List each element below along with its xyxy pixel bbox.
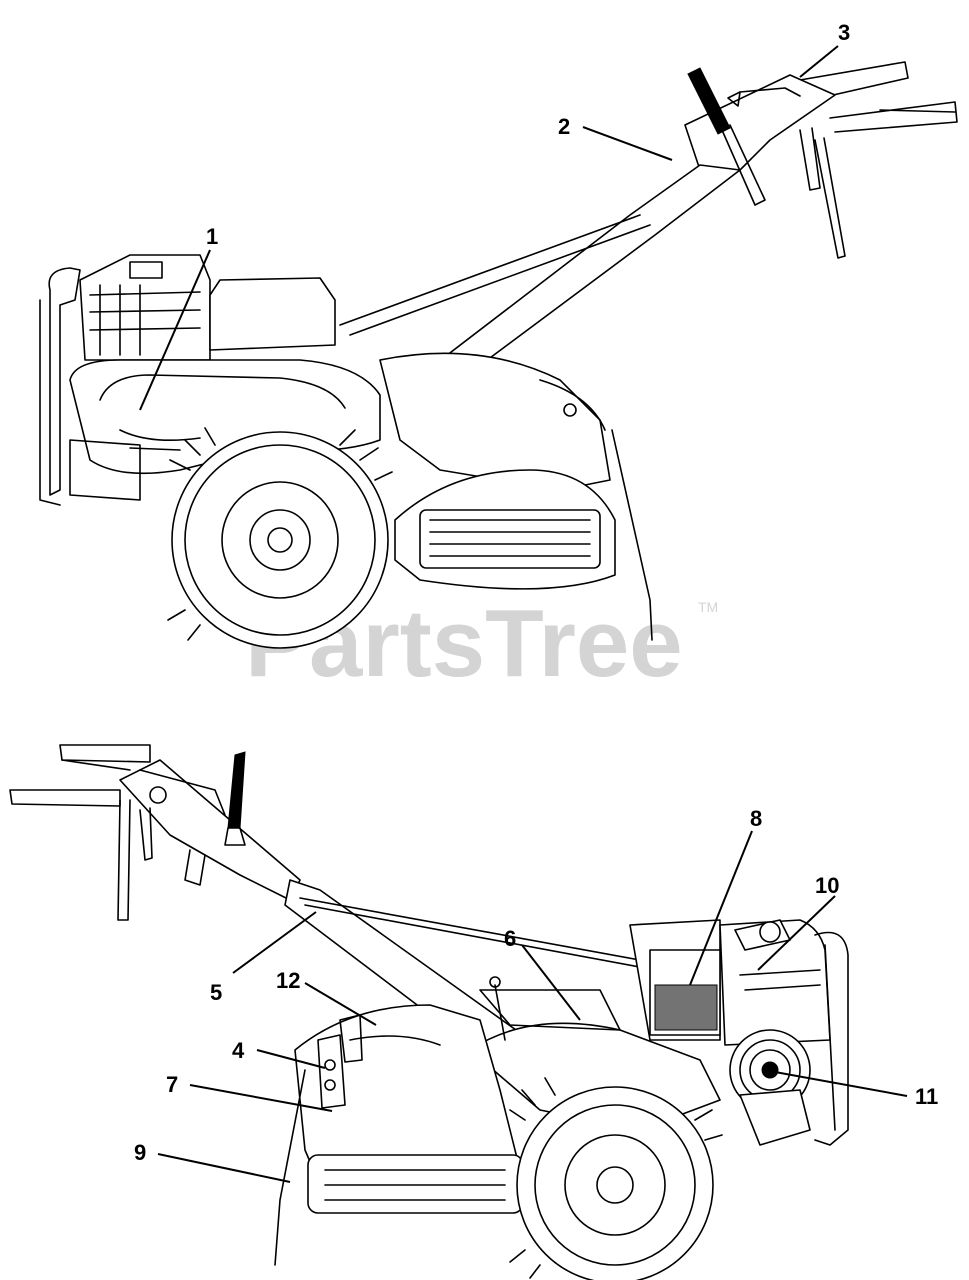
engine-top-view — [79, 254, 336, 361]
leader-6 — [521, 944, 581, 1021]
leader-1 — [139, 249, 211, 411]
callout-10: 10 — [815, 873, 839, 898]
leader-5 — [232, 911, 317, 974]
leader-11 — [774, 1071, 908, 1097]
engine-bottom-view — [629, 919, 831, 1111]
callout-5: 5 — [210, 980, 222, 1005]
leader-lines — [139, 45, 908, 1183]
leader-2 — [582, 126, 673, 161]
tine-shield-bottom — [307, 1154, 524, 1214]
leader-9 — [157, 1153, 291, 1183]
callout-6: 6 — [504, 926, 516, 951]
rear-bumper — [814, 931, 849, 1146]
callout-1: 1 — [206, 224, 218, 249]
leader-3 — [799, 45, 839, 78]
watermark-trademark: TM — [698, 599, 718, 615]
callout-labels: 1 2 3 4 5 6 7 8 9 10 11 12 — [134, 20, 938, 1165]
callout-7: 7 — [166, 1072, 178, 1097]
callout-3: 3 — [838, 20, 850, 45]
callout-11: 11 — [915, 1084, 938, 1109]
control-lever — [687, 67, 766, 206]
leader-7 — [189, 1084, 333, 1112]
drag-stake-bottom — [274, 1069, 306, 1266]
leader-10 — [757, 895, 836, 971]
wheel-bottom-view — [509, 1077, 723, 1280]
leader-12 — [304, 982, 377, 1026]
wheel-top-view — [167, 427, 393, 649]
transmission-top — [379, 352, 611, 491]
front-bumper — [48, 267, 81, 496]
callout-8: 8 — [750, 806, 762, 831]
callout-12: 12 — [276, 968, 300, 993]
tiller-right-side-view — [9, 744, 849, 1280]
callout-4: 4 — [232, 1038, 245, 1063]
leader-8 — [689, 830, 753, 986]
drag-bar-top — [611, 429, 653, 641]
callout-2: 2 — [558, 114, 570, 139]
callout-9: 9 — [134, 1140, 146, 1165]
control-lever-bottom — [227, 751, 246, 829]
tiller-left-side-view — [39, 61, 958, 649]
handle-housing-bottom — [119, 759, 301, 901]
leader-4 — [256, 1049, 326, 1069]
handlebar-grips-top — [799, 61, 958, 133]
